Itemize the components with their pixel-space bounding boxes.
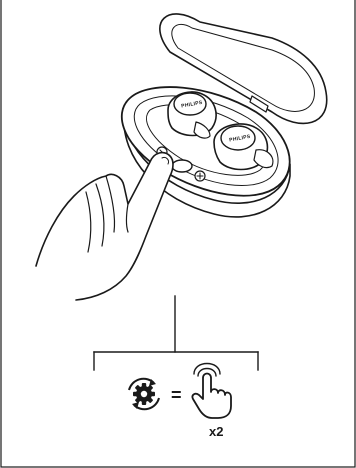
case-pairing-button (172, 160, 192, 172)
equals-sign: = (171, 385, 182, 405)
gear-reset-icon (129, 379, 159, 410)
left-earbud: PHILIPS (168, 92, 216, 138)
case-button-right (195, 171, 205, 181)
pressing-hand (36, 153, 173, 300)
legend: = x2 (129, 364, 231, 440)
finger-tap-icon (192, 364, 231, 419)
callout-bracket (94, 296, 258, 370)
tap-multiplier: x2 (209, 424, 223, 439)
